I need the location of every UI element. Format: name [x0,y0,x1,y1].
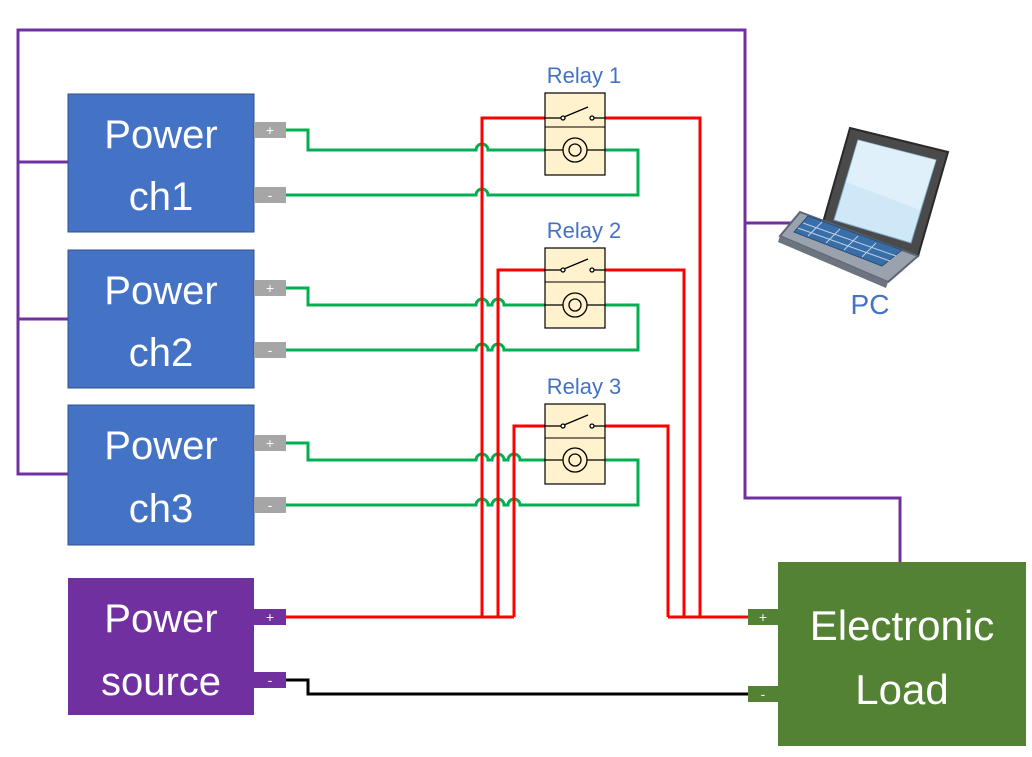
relay-2-coil-symbol [545,292,605,318]
power-ch2-box [67,249,255,389]
laptop-icon [778,126,950,288]
electronic-load-subtitle: Load [855,666,948,713]
relay-2-switch-symbol [545,258,605,273]
relay-1-coil-symbol [545,137,605,163]
power-ch2-plus-label: + [266,280,274,296]
power-ch3-minus-label: - [268,497,273,513]
power-ch3-minus-terminal [254,497,286,513]
relay-1-body [544,92,606,176]
power-ch2-plus-terminal [254,280,286,296]
power-source-subtitle: source [101,660,221,704]
ch1-minus-wire [286,148,640,197]
relay2-output-wire [605,268,686,617]
power-source-plus-terminal [254,609,286,625]
power-ch2-minus-terminal [254,342,286,358]
power-path [286,116,748,619]
relay1-output-wire [605,116,702,617]
bus-ch3-tap [16,162,68,476]
power-ch2-title: Power [104,269,217,313]
power-ch3-plus-label: + [266,435,274,451]
power-source-box [68,578,254,715]
power-ch1-title: Power [104,113,217,157]
relay-3: Relay 3 [544,374,622,485]
relay-3-switch-symbol [545,414,605,429]
power-source: Power source + - [68,578,286,715]
electronic-load-plus-terminal [748,609,778,625]
power-source-plus-label: + [266,609,274,625]
power-ch1-subtitle: ch1 [129,175,194,219]
pc: PC [778,126,950,320]
power-ch2-subtitle: ch2 [129,331,194,375]
electronic-load-minus-terminal [748,686,778,702]
power-ch2-minus-label: - [268,342,273,358]
power-ch3-box [67,404,255,546]
power-ch3-plus-terminal [254,435,286,451]
relay-3-label: Relay 3 [547,374,622,399]
power-source-minus-terminal [254,672,286,688]
relay3-output-wire [605,424,670,617]
power-ch3-subtitle: ch3 [129,487,194,531]
relay-2: Relay 2 [544,218,622,329]
power-ch1: Power ch1 + - [67,93,286,233]
relay3-input-wire [512,424,545,617]
electronic-load-plus-label: + [759,609,767,625]
electronic-load-minus-label: - [761,686,766,702]
relay1-input-wire [480,116,545,617]
relay-3-coil-symbol [545,447,605,473]
pc-label: PC [851,289,890,320]
relay-1-label: Relay 1 [547,63,622,88]
electronic-load: Electronic Load + - [748,562,1026,746]
power-source-title: Power [104,597,217,641]
relay-1: Relay 1 [544,63,622,176]
ch1-plus-wire [286,128,545,152]
relay-2-label: Relay 2 [547,218,622,243]
power-ch1-box [67,93,255,233]
power-source-minus-label: - [268,672,273,688]
power-ch1-minus-label: - [268,187,273,203]
relay-1-switch-symbol [545,106,605,121]
power-ch1-plus-label: + [266,122,274,138]
relay-2-body [544,247,606,329]
relay-3-body [544,403,606,485]
ch2-minus-wire [286,303,640,352]
ch2-plus-wire [286,286,545,307]
power-ch2: Power ch2 + - [67,249,286,389]
power-ch3-title: Power [104,424,217,468]
ch3-plus-wire [286,441,545,462]
electronic-load-box [778,562,1026,746]
electronic-load-title: Electronic [810,602,994,649]
power-ch1-minus-terminal [254,187,286,203]
negative-return-wire [286,678,748,696]
power-ch3: Power ch3 + - [67,404,286,546]
power-ch1-plus-terminal [254,122,286,138]
relay2-input-wire [496,268,545,617]
